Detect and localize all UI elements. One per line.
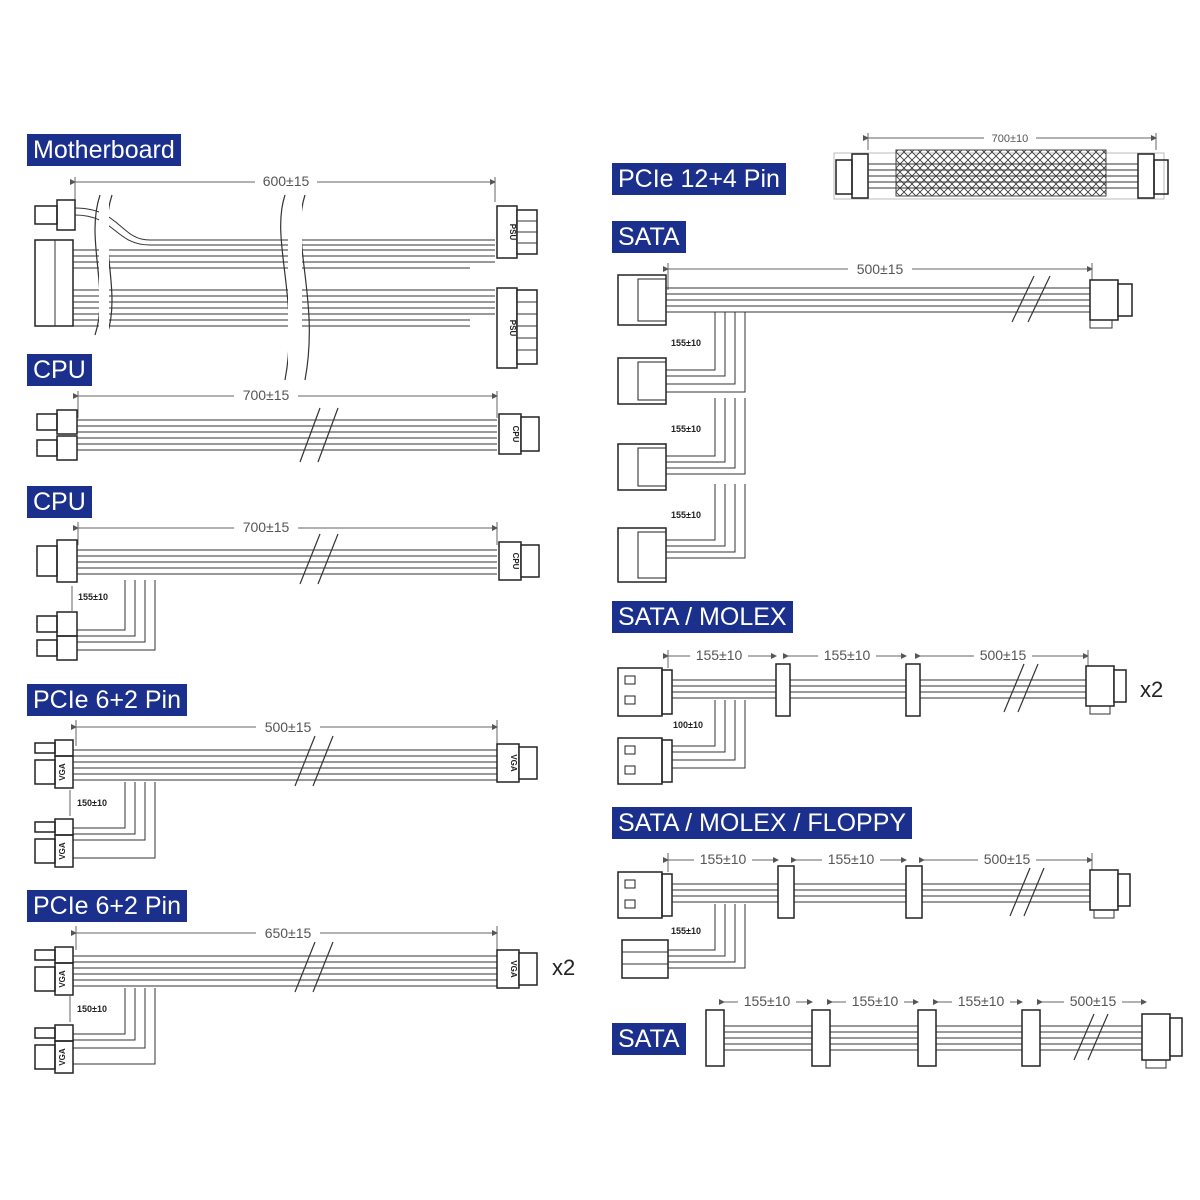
sata1-length: 500±15 bbox=[857, 261, 904, 277]
cpu1-length: 700±15 bbox=[243, 387, 290, 403]
sata-molex-floppy-cable bbox=[617, 853, 1131, 979]
sata2-seg-2: 155±10 bbox=[852, 993, 899, 1009]
sata1-branch-3: 155±10 bbox=[671, 510, 701, 520]
smf-branch: 155±10 bbox=[671, 926, 701, 936]
sata-title-2: SATA bbox=[612, 1023, 686, 1055]
pcie2-length: 650±15 bbox=[265, 925, 312, 941]
pcie-12-4-title: PCIe 12+4 Pin bbox=[612, 163, 786, 195]
pcie2-vga-b: VGA bbox=[58, 1048, 67, 1066]
pcie2-tag: VGA bbox=[509, 960, 518, 978]
pcie1-vga-a: VGA bbox=[58, 763, 67, 781]
sata-title-1: SATA bbox=[612, 221, 686, 253]
sata-molex-title: SATA / MOLEX bbox=[612, 601, 793, 633]
psu-tag-b: PSU bbox=[508, 320, 517, 337]
pcie2-vga-a: VGA bbox=[58, 970, 67, 988]
smf-seg-3: 500±15 bbox=[984, 851, 1031, 867]
sata-molex-seg-2: 155±10 bbox=[824, 647, 871, 663]
pcie2-branch-length: 150±10 bbox=[77, 1004, 107, 1014]
motherboard-cable bbox=[34, 177, 538, 381]
pcie-12-4-cable bbox=[833, 133, 1169, 200]
cpu2-length: 700±15 bbox=[243, 519, 290, 535]
pcie1-tag: VGA bbox=[509, 754, 518, 772]
sata-molex-seg-1: 155±10 bbox=[696, 647, 743, 663]
psu-tag-a: PSU bbox=[508, 224, 517, 241]
cpu-title-1: CPU bbox=[27, 354, 92, 386]
sata-molex-floppy-title: SATA / MOLEX / FLOPPY bbox=[612, 807, 913, 839]
sata-molex-seg-3: 500±15 bbox=[980, 647, 1027, 663]
sata-cable-2 bbox=[705, 999, 1183, 1069]
pcie1-vga-b: VGA bbox=[58, 842, 67, 860]
sata1-branch-1: 155±10 bbox=[671, 338, 701, 348]
motherboard-title: Motherboard bbox=[27, 134, 181, 166]
smf-seg-2: 155±10 bbox=[828, 851, 875, 867]
cpu-cable-1 bbox=[36, 391, 540, 463]
cpu2-tag: CPU bbox=[511, 553, 520, 570]
motherboard-length: 600±15 bbox=[263, 173, 310, 189]
sata-molex-branch: 100±10 bbox=[673, 720, 703, 730]
pcie-cable-1 bbox=[34, 720, 538, 868]
cpu-cable-2 bbox=[36, 522, 540, 661]
sata1-branch-2: 155±10 bbox=[671, 424, 701, 434]
pcie-cable-2 bbox=[34, 926, 538, 1074]
sata-molex-quantity: x2 bbox=[1140, 677, 1163, 702]
pcie1-length: 500±15 bbox=[265, 719, 312, 735]
pcie-6-2-title-1: PCIe 6+2 Pin bbox=[27, 684, 188, 716]
pcie-6-2-title-2: PCIe 6+2 Pin bbox=[27, 890, 188, 922]
pcie2-quantity: x2 bbox=[552, 955, 575, 980]
cpu-title-2: CPU bbox=[27, 486, 92, 518]
smf-seg-1: 155±10 bbox=[700, 851, 747, 867]
sata2-seg-4: 500±15 bbox=[1070, 993, 1117, 1009]
sata-cable-1 bbox=[617, 263, 1133, 583]
sata2-seg-1: 155±10 bbox=[744, 993, 791, 1009]
cpu2-branch-length: 155±10 bbox=[78, 592, 108, 602]
sata-molex-cable bbox=[617, 650, 1127, 785]
pcie1-branch-length: 150±10 bbox=[77, 798, 107, 808]
cpu1-tag: CPU bbox=[511, 426, 520, 443]
sata2-seg-3: 155±10 bbox=[958, 993, 1005, 1009]
pcie124-length: 700±10 bbox=[992, 133, 1029, 145]
